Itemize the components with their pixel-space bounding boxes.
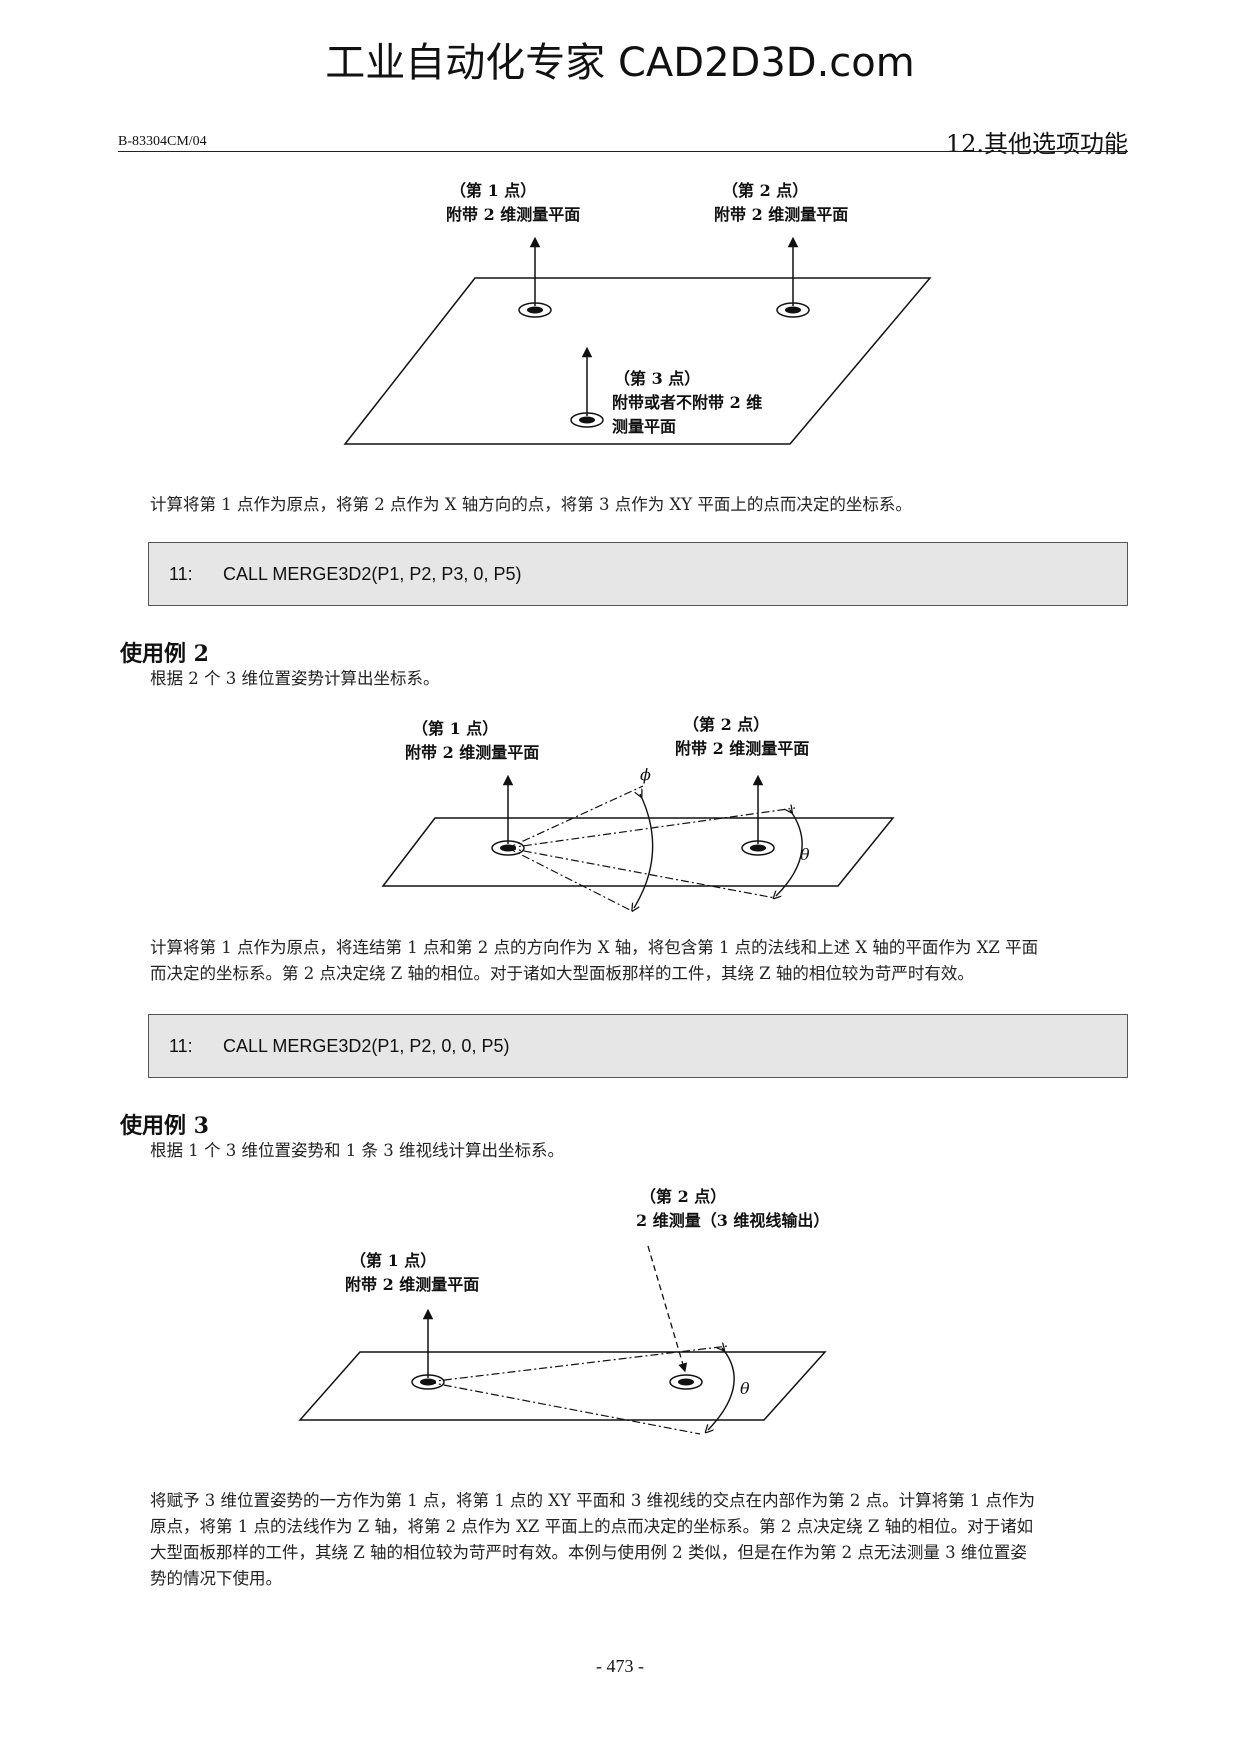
theta-arc-2 — [776, 810, 803, 896]
point1-marker — [518, 236, 552, 318]
fig1-point3-desc-2: 测量平面 — [612, 417, 676, 436]
fig1-point1-label: （第 1 点） — [450, 181, 536, 200]
point3-marker — [570, 346, 604, 428]
site-banner: 工业自动化专家 CAD2D3D.com — [325, 40, 915, 86]
plane-shape-3 — [298, 1351, 827, 1421]
code-box-2: 11: CALL MERGE3D2(P1, P2, 0, 0, P5) — [148, 1014, 1128, 1078]
theta-symbol-2: θ — [800, 845, 810, 864]
example3-para-2: 原点，将第 1 点的法线作为 Z 轴，将第 2 点作为 XZ 平面上的点而决定的… — [150, 1517, 1034, 1536]
chapter-title: 12.其他选项功能 — [945, 130, 1128, 158]
ex3-point2-desc: 2 维测量（3 维视线输出） — [636, 1211, 829, 1230]
example3-title: 使用例 3 — [120, 1113, 209, 1139]
figure-point-and-sightline: θ （第 2 点） 2 维测量（3 维视线输出） （第 1 点） 附带 2 维测… — [298, 1187, 829, 1435]
theta-symbol-3: θ — [740, 1379, 750, 1398]
example3-intro: 根据 1 个 3 维位置姿势和 1 条 3 维视线计算出坐标系。 — [150, 1141, 564, 1160]
code-line-number: 11: — [169, 564, 193, 584]
example2-intro: 根据 2 个 3 维位置姿势计算出坐标系。 — [150, 669, 440, 688]
header-rule — [118, 151, 1128, 152]
fig1-point1-desc: 附带 2 维测量平面 — [446, 205, 580, 224]
example3-para-3: 大型面板那样的工件，其绕 Z 轴的相位较为苛严时有效。本例与使用例 2 类似，但… — [150, 1543, 1027, 1562]
ex2-point2-desc: 附带 2 维测量平面 — [675, 739, 809, 758]
ex2-point1-desc: 附带 2 维测量平面 — [405, 743, 539, 762]
ex2-point1-label: （第 1 点） — [412, 719, 498, 738]
ex3-point2-marker — [669, 1374, 703, 1390]
fig1-point3-label: （第 3 点） — [614, 369, 700, 388]
fig1-point2-desc: 附带 2 维测量平面 — [714, 205, 848, 224]
point2-marker — [776, 236, 810, 318]
example3-para-1: 将赋予 3 维位置姿势的一方作为第 1 点，将第 1 点的 XY 平面和 3 维… — [150, 1491, 1036, 1510]
ex2-point2-label: （第 2 点） — [683, 715, 769, 734]
ex3-point2-label: （第 2 点） — [640, 1187, 726, 1206]
code-text: CALL MERGE3D2(P1, P2, 0, 0, P5) — [223, 1036, 510, 1056]
figure-two-points: ϕ θ （第 1 点） 附带 2 维测量平面 （第 2 点） 附带 2 维测量平… — [381, 715, 895, 942]
example2-para-1: 计算将第 1 点作为原点，将连结第 1 点和第 2 点的方向作为 X 轴，将包含… — [150, 938, 1039, 957]
ex3-dashdot-lines — [427, 1345, 729, 1435]
phi-symbol: ϕ — [640, 765, 651, 784]
figure-three-points: （第 1 点） 附带 2 维测量平面 （第 2 点） 附带 2 维测量平面 （第… — [343, 181, 932, 445]
plane-shape — [343, 277, 932, 445]
paragraph-1: 计算将第 1 点作为原点，将第 2 点作为 X 轴方向的点，将第 3 点作为 X… — [150, 495, 912, 514]
code-line-number: 11: — [169, 1036, 193, 1056]
code-box-1: 11: CALL MERGE3D2(P1, P2, P3, 0, P5) — [148, 542, 1128, 606]
document-code: B-83304CM/04 — [118, 134, 207, 149]
phi-arc — [634, 794, 654, 908]
fig1-point3-desc-1: 附带或者不附带 2 维 — [612, 393, 762, 412]
plane-shape-2 — [381, 817, 895, 887]
example2-para-2: 而决定的坐标系。第 2 点决定绕 Z 轴的相位。对于诸如大型面板那样的工件，其绕… — [150, 964, 974, 983]
code-text: CALL MERGE3D2(P1, P2, P3, 0, P5) — [223, 564, 522, 584]
sight-line — [647, 1245, 688, 1373]
ex3-point1-desc: 附带 2 维测量平面 — [345, 1275, 479, 1294]
fig1-point2-label: （第 2 点） — [722, 181, 808, 200]
page-number: - 473 - — [596, 1656, 644, 1676]
example3-para-4: 势的情况下使用。 — [150, 1569, 282, 1588]
example2-title: 使用例 2 — [120, 641, 209, 667]
ex3-point1-label: （第 1 点） — [350, 1251, 436, 1270]
theta-arc-3 — [708, 1348, 735, 1430]
